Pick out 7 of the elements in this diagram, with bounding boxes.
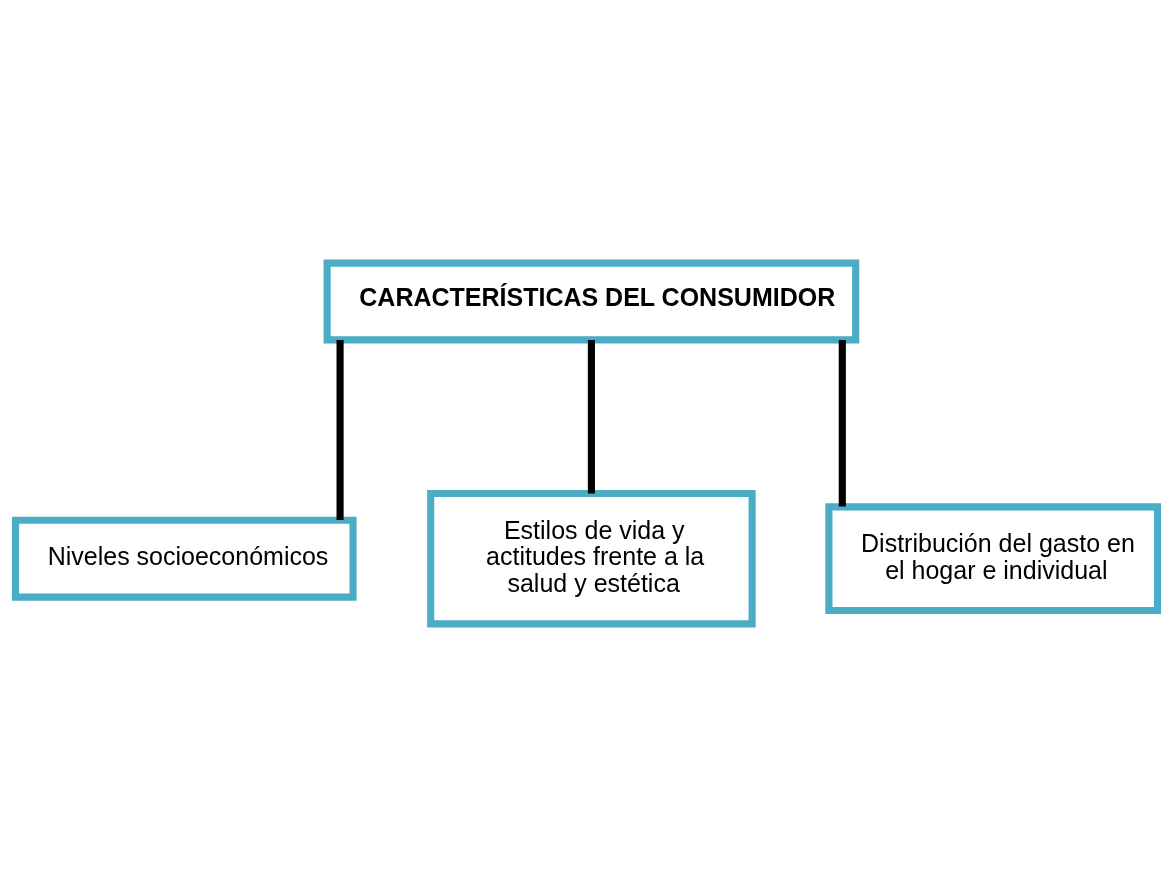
node-box: Distribución del gasto en el hogar e individual [825,502,1162,614]
connector [336,339,344,520]
node-box: CARACTERÍSTICAS DEL CONSUMIDOR [323,259,860,343]
node-box: Estilos de vida y actitudes frente a la salud y estética [427,489,756,627]
connector [587,339,595,493]
node-box: Niveles socioeconómicos [11,516,357,601]
connector [838,339,846,507]
